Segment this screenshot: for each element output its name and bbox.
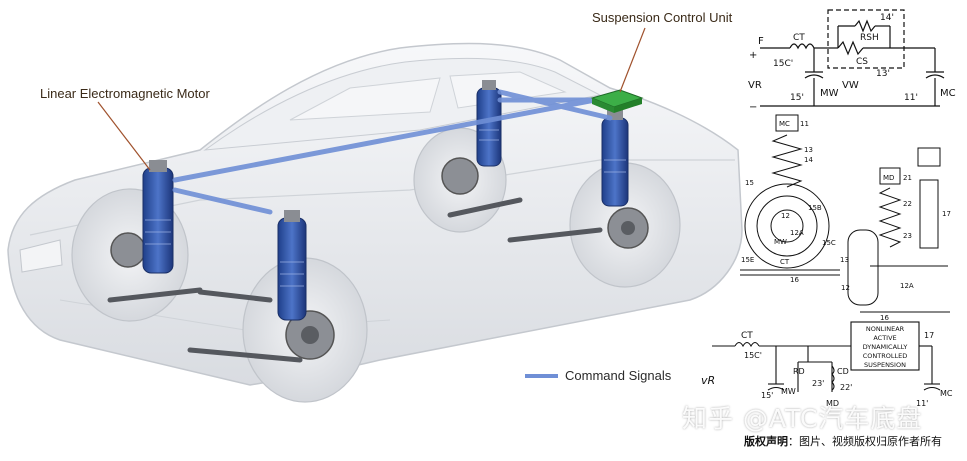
- svg-text:CD: CD: [837, 367, 849, 376]
- svg-text:11': 11': [916, 399, 928, 408]
- schematic-wheel-model: [740, 114, 840, 276]
- svg-text:MC: MC: [779, 120, 790, 128]
- svg-text:13': 13': [876, 69, 890, 79]
- svg-text:16: 16: [790, 276, 799, 284]
- svg-text:RSH: RSH: [860, 33, 879, 43]
- command-signals-label: Command Signals: [565, 368, 672, 383]
- svg-text:12: 12: [781, 212, 790, 220]
- schematic-quarter-labels: MD 21 22 23 17 12 12A 13 16: [840, 174, 951, 322]
- schematic-bottom-labels: CT 15C' vR NONLINEAR ACTIVE DYNAMICALLY …: [701, 325, 953, 408]
- copyright-notice: 版权声明：图片、视频版权归原作者所有: [744, 433, 942, 449]
- svg-text:MW: MW: [781, 387, 796, 396]
- svg-text:13: 13: [840, 256, 849, 264]
- svg-text:15C': 15C': [744, 351, 762, 360]
- control-unit-leader: [619, 27, 646, 93]
- svg-text:NONLINEAR: NONLINEAR: [866, 325, 905, 333]
- svg-text:15': 15': [761, 391, 773, 400]
- svg-text:12: 12: [841, 284, 850, 292]
- schematic-circuit-bottom: [712, 321, 941, 392]
- watermark: 知乎 @ATC汽车底盘: [682, 404, 923, 433]
- control-arms: [107, 197, 603, 363]
- svg-text:15B: 15B: [808, 204, 822, 212]
- linear-motor-actuators: [142, 80, 629, 321]
- control-unit-label: Suspension Control Unit: [592, 10, 733, 25]
- svg-text:CONTROLLED: CONTROLLED: [863, 352, 907, 360]
- svg-text:MW: MW: [774, 238, 787, 246]
- svg-text:11: 11: [800, 120, 809, 128]
- svg-text:22: 22: [903, 200, 912, 208]
- svg-text:CT: CT: [793, 33, 805, 43]
- command-signal-lines: [172, 89, 613, 215]
- svg-text:MC: MC: [940, 88, 956, 99]
- svg-text:ACTIVE: ACTIVE: [873, 334, 896, 342]
- svg-text:CT: CT: [741, 331, 753, 341]
- svg-text:21: 21: [903, 174, 912, 182]
- schematic-circuit-top: [760, 9, 945, 107]
- svg-text:12A: 12A: [790, 229, 804, 237]
- svg-text:MD: MD: [826, 399, 839, 408]
- svg-text:23': 23': [812, 379, 824, 388]
- svg-text:15': 15': [790, 93, 804, 103]
- schematic-top-labels: F + − CT 15C' 14' RSH CS 13' VR VW MW MC…: [748, 13, 956, 113]
- svg-text:13: 13: [804, 146, 813, 154]
- svg-text:+: +: [749, 50, 757, 61]
- copyright-text: ：图片、视频版权归原作者所有: [788, 435, 942, 448]
- svg-text:vR: vR: [701, 374, 715, 387]
- svg-text:22': 22': [840, 383, 852, 392]
- svg-text:14': 14': [880, 13, 894, 23]
- svg-text:MW: MW: [820, 88, 839, 99]
- coil-texture: [145, 129, 626, 287]
- svg-text:F: F: [758, 36, 764, 47]
- svg-text:15: 15: [745, 179, 754, 187]
- copyright-label: 版权声明: [744, 435, 788, 448]
- svg-text:15C': 15C': [773, 59, 793, 69]
- svg-text:15C: 15C: [822, 239, 836, 247]
- svg-text:14: 14: [804, 156, 813, 164]
- svg-text:15E: 15E: [741, 256, 754, 264]
- schematic-quarter-car: [847, 147, 950, 313]
- svg-text:MC: MC: [940, 389, 953, 398]
- svg-text:RD: RD: [793, 367, 805, 376]
- linear-motor-label: Linear Electromagnetic Motor: [40, 86, 210, 101]
- svg-text:MD: MD: [883, 174, 894, 182]
- car-body: [7, 42, 743, 386]
- svg-text:VR: VR: [748, 80, 762, 91]
- svg-text:17: 17: [942, 210, 951, 218]
- svg-text:CT: CT: [780, 258, 790, 266]
- svg-text:DYNAMICALLY: DYNAMICALLY: [863, 343, 908, 351]
- schematic-wheel-labels: MC 11 13 14 15 12 15B 12A 15C 15E CT 16 …: [741, 120, 836, 284]
- svg-text:16: 16: [880, 314, 889, 322]
- svg-text:12A: 12A: [900, 282, 914, 290]
- svg-text:CS: CS: [856, 57, 868, 67]
- svg-text:23: 23: [903, 232, 912, 240]
- wheels: [71, 127, 681, 403]
- motor-leader: [97, 101, 151, 171]
- svg-text:−: −: [749, 102, 757, 113]
- svg-text:VW: VW: [842, 80, 859, 91]
- svg-text:11': 11': [904, 93, 918, 103]
- svg-text:17: 17: [924, 331, 934, 340]
- svg-text:SUSPENSION: SUSPENSION: [864, 361, 906, 369]
- suspension-control-unit: [590, 89, 644, 113]
